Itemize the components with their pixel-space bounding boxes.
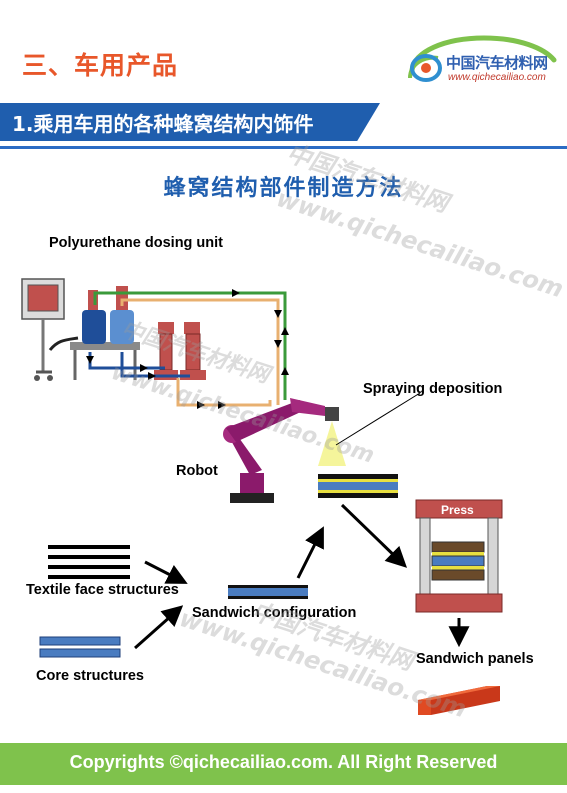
label-sandwich-panels: Sandwich panels [416, 651, 534, 667]
section-title: 三、车用产品 [22, 51, 179, 80]
subtitle-banner [0, 103, 380, 141]
core-layers-icon [39, 636, 121, 658]
label-textile: Textile face structures [26, 582, 179, 598]
flow-arrows [86, 289, 289, 409]
process-arrows [134, 503, 470, 650]
textile-layers-icon [48, 545, 130, 579]
press-machine-icon [415, 499, 503, 613]
control-monitor-icon [21, 278, 79, 381]
sandwich-panel-icon [418, 686, 500, 715]
logo-chinese-name: 中国汽车材料网 [446, 54, 548, 72]
spray-target-panel [318, 392, 421, 498]
process-diagram [21, 278, 503, 715]
diagram-title: 蜂窝结构部件制造方法 [163, 176, 404, 201]
dosing-unit-icon [70, 286, 140, 380]
logo-url: www.qichecailiao.com [448, 72, 546, 83]
pump-units-icon [154, 322, 206, 380]
site-logo[interactable]: 中国汽车材料网 www.qichecailiao.com [404, 30, 564, 90]
car-logo-icon [408, 35, 557, 82]
label-press: Press [441, 503, 474, 517]
sandwich-config-icon [228, 585, 308, 599]
footer-bar: Copyrights ©qichecailiao.com. All Right … [0, 743, 567, 785]
robot-arm-icon [223, 398, 346, 503]
label-spraying: Spraying deposition [363, 381, 503, 397]
label-sandwich-config: Sandwich configuration [192, 605, 357, 621]
divider [0, 146, 567, 149]
label-robot: Robot [176, 463, 218, 479]
subtitle: 1.乘用车用的各种蜂窝结构内饰件 [12, 112, 314, 136]
label-core: Core structures [36, 668, 144, 684]
label-dosing-unit: Polyurethane dosing unit [49, 235, 224, 251]
footer-copyright: Copyrights ©qichecailiao.com. All Right … [69, 752, 498, 772]
